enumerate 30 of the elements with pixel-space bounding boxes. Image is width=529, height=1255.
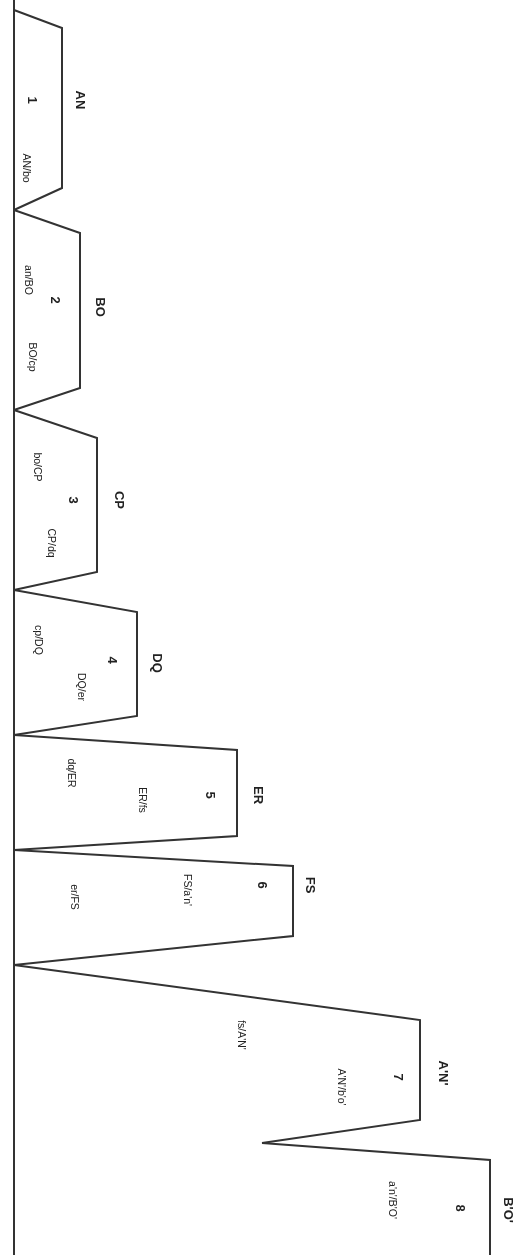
transition-label: dq/ER bbox=[66, 758, 78, 788]
transition-label: AN/bo bbox=[21, 153, 33, 183]
segment-heading: FS bbox=[303, 876, 317, 894]
segment-heading: DQ bbox=[150, 653, 164, 673]
segment-heading: AN bbox=[73, 90, 87, 110]
transition-label: ER/fs bbox=[137, 787, 149, 813]
segment-number: 2 bbox=[48, 296, 62, 304]
transition-label: cp/DQ bbox=[33, 625, 45, 655]
segment-heading: BO bbox=[93, 297, 107, 317]
segment-heading: CP bbox=[112, 490, 126, 510]
transition-label: A'N'/b'o' bbox=[336, 1068, 348, 1106]
segment-heading: A'N' bbox=[436, 1060, 450, 1086]
transition-label: BO/cp bbox=[27, 342, 39, 372]
transition-label: er/FS bbox=[69, 884, 81, 910]
segment-number: 6 bbox=[255, 881, 269, 889]
segment-heading: ER bbox=[251, 785, 265, 805]
segment-number: 7 bbox=[391, 1073, 405, 1081]
segment-number: 4 bbox=[105, 656, 119, 664]
transition-label: CP/dq bbox=[46, 528, 58, 558]
transition-label: DQ/er bbox=[76, 673, 88, 701]
transition-label: an/BO bbox=[23, 265, 35, 295]
segment-heading: B'O' bbox=[501, 1197, 515, 1223]
transition-label: fs/A'N' bbox=[236, 1020, 248, 1050]
segment-number: 3 bbox=[66, 496, 80, 504]
segment-number: 8 bbox=[453, 1204, 467, 1212]
segment-number: 1 bbox=[25, 96, 39, 104]
transition-label: FS/a'n' bbox=[182, 874, 194, 906]
segment-number: 5 bbox=[203, 791, 217, 799]
transition-label: bo/CP bbox=[32, 452, 44, 482]
transition-label: a'n'/B'O' bbox=[387, 1181, 399, 1219]
